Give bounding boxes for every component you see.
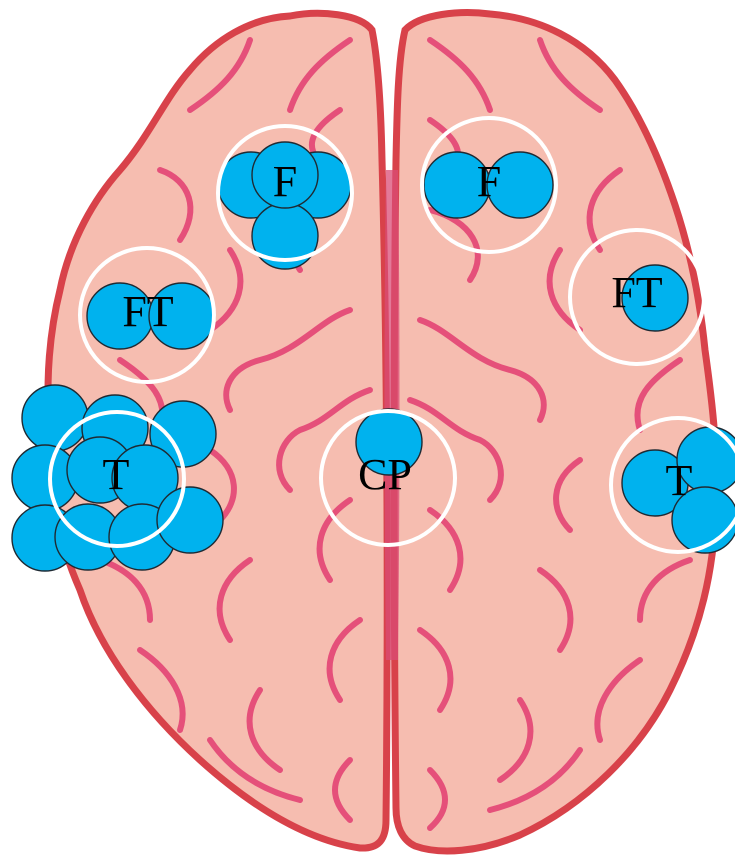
- region-label-cp-center: CP: [358, 450, 412, 499]
- region-label-t-left: T: [103, 450, 130, 499]
- region-label-ft-left: FT: [122, 287, 173, 336]
- region-label-ft-right: FT: [611, 268, 662, 317]
- region-label-t-right: T: [666, 456, 693, 505]
- activation-blob: [157, 487, 223, 553]
- region-label-f-right: F: [477, 157, 501, 206]
- region-label-f-left: F: [273, 157, 297, 206]
- activation-blob: [22, 385, 88, 451]
